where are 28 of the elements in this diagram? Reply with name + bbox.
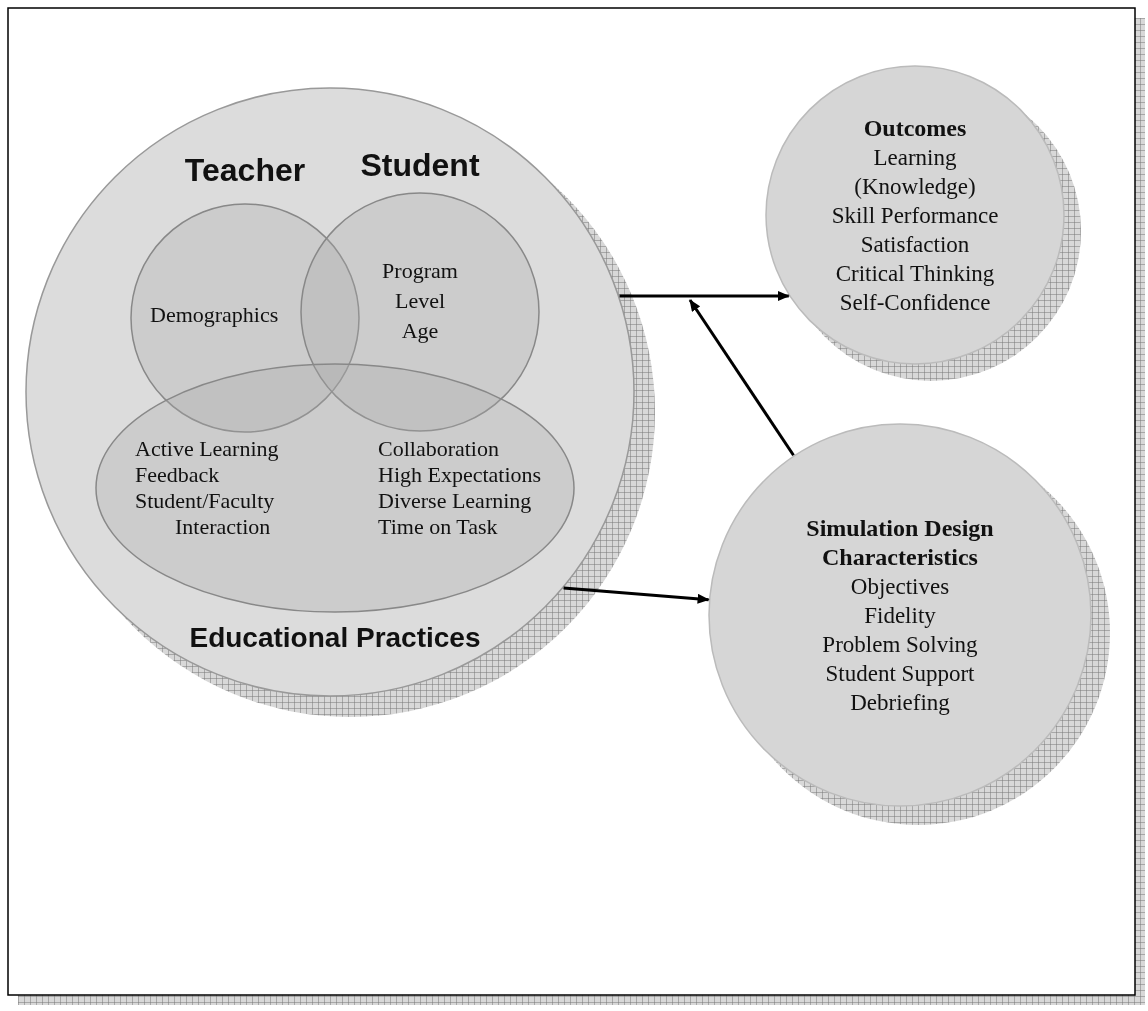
heading: Outcomes: [863, 113, 967, 143]
item-text: Student/Faculty Interaction: [135, 488, 276, 540]
item-text: Critical Thinking: [835, 259, 995, 288]
item-text: Satisfaction: [860, 230, 970, 259]
item-text: Learning (Knowledge): [853, 143, 977, 201]
item-text: Level: [393, 288, 447, 314]
item-text: Objectives: [850, 572, 950, 601]
item-text: Self-Confidence: [839, 288, 991, 317]
item-text: Time on Task: [378, 514, 499, 540]
arrow: [619, 291, 790, 301]
item-text: Collaboration: [378, 436, 500, 462]
item-text: Active Learning: [135, 436, 280, 462]
item-text: Problem Solving: [822, 630, 978, 659]
item-text: Student Support: [825, 659, 975, 688]
item-text: Diverse Learning: [378, 488, 533, 514]
item-text: Skill Performance: [831, 201, 999, 230]
heading: Simulation Design Characteristics: [805, 513, 995, 572]
item-text: Debriefing: [850, 688, 950, 717]
item-text: Program: [381, 258, 459, 284]
heading: Student: [359, 146, 481, 185]
arrow: [688, 299, 795, 457]
heading: Teacher: [183, 151, 307, 190]
item-text: Feedback: [135, 462, 221, 488]
item-text: Demographics: [150, 302, 280, 328]
heading: Educational Practices: [188, 621, 482, 655]
item-text: Age: [400, 318, 440, 344]
item-text: Fidelity: [864, 601, 936, 630]
item-text: High Expectations: [378, 462, 543, 488]
